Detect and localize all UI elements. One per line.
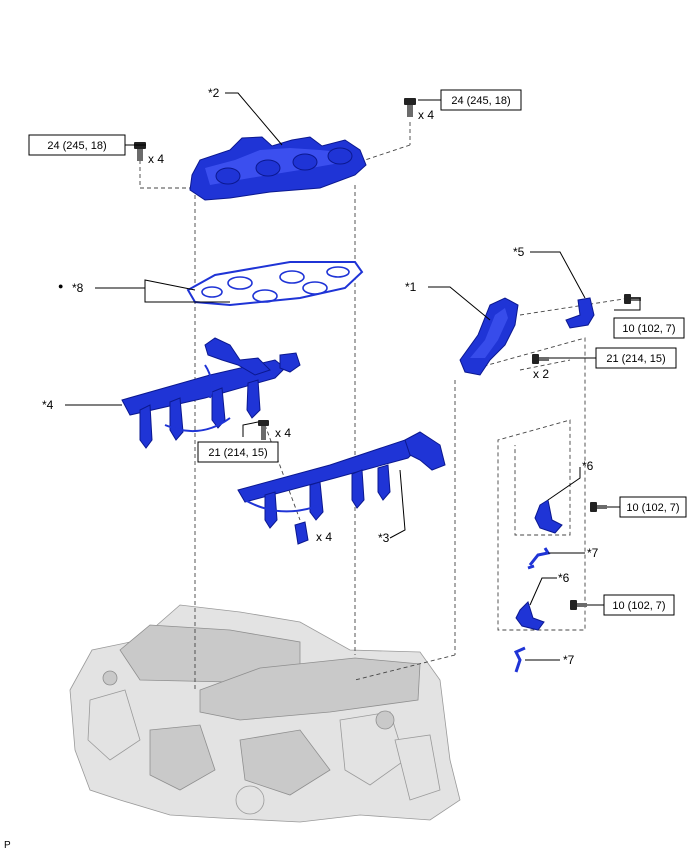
torque-top-left-text: 24 (245, 18): [47, 140, 106, 152]
qty-top-right: x 4: [418, 108, 434, 122]
gasket-part: [186, 261, 364, 307]
torque-box-bracket: 10 (102, 7): [613, 317, 685, 339]
bolt-sensor-lower: [570, 600, 587, 610]
callout-3: *3: [378, 531, 390, 545]
torque-injector-text: 21 (214, 15): [208, 447, 267, 459]
callout-1: *1: [405, 280, 417, 294]
callout-8: *8: [72, 281, 84, 295]
bolt-top-right: [404, 98, 416, 117]
callout-6-upper: *6: [582, 459, 594, 473]
torque-box-mount: 21 (214, 15): [595, 347, 677, 369]
qty-injector-bolt: x 4: [275, 426, 291, 440]
torque-box-injector: 21 (214, 15): [197, 441, 279, 463]
callout-bullet: ●: [58, 281, 63, 291]
callout-2: *2: [208, 86, 220, 100]
torque-box-sensor-upper: 10 (102, 7): [619, 496, 687, 518]
torque-box-sensor-lower: 10 (102, 7): [603, 594, 675, 616]
bolt-bracket: [624, 294, 641, 304]
fuel-rail-left-part: [121, 337, 301, 449]
sensor-part-lower: [515, 601, 545, 631]
leader-lines: [65, 92, 641, 661]
connector-part-lower: [513, 646, 526, 673]
torque-mount-text: 21 (214, 15): [606, 353, 665, 365]
callout-7-upper: *7: [587, 546, 599, 560]
connector-part-upper: [527, 547, 551, 570]
bolt-injector: [258, 420, 269, 440]
bolt-mount: [532, 354, 549, 364]
torque-top-right-text: 24 (245, 18): [451, 95, 510, 107]
intake-manifold-part: [189, 136, 367, 201]
torque-sensor-upper-text: 10 (102, 7): [626, 502, 679, 514]
torque-bracket-text: 10 (102, 7): [622, 323, 675, 335]
callout-5: *5: [513, 245, 525, 259]
sensor-part-upper: [534, 499, 563, 534]
callout-4: *4: [42, 398, 54, 412]
torque-sensor-lower-text: 10 (102, 7): [612, 600, 665, 612]
torque-box-top-left: 24 (245, 18): [28, 134, 126, 156]
callout-7-lower: *7: [563, 653, 575, 667]
callout-6-lower: *6: [558, 571, 570, 585]
engine-block: [69, 604, 461, 823]
fuel-rail-center-part: [237, 431, 446, 545]
qty-top-left: x 4: [148, 152, 164, 166]
qty-injector-cap: x 4: [316, 530, 332, 544]
bracket-part-1: [459, 297, 519, 376]
bolt-sensor-upper: [590, 502, 607, 512]
qty-mount: x 2: [533, 367, 549, 381]
bracket-part-5: [565, 297, 595, 329]
torque-box-top-right: 24 (245, 18): [440, 89, 522, 111]
corner-mark: P: [4, 840, 11, 851]
